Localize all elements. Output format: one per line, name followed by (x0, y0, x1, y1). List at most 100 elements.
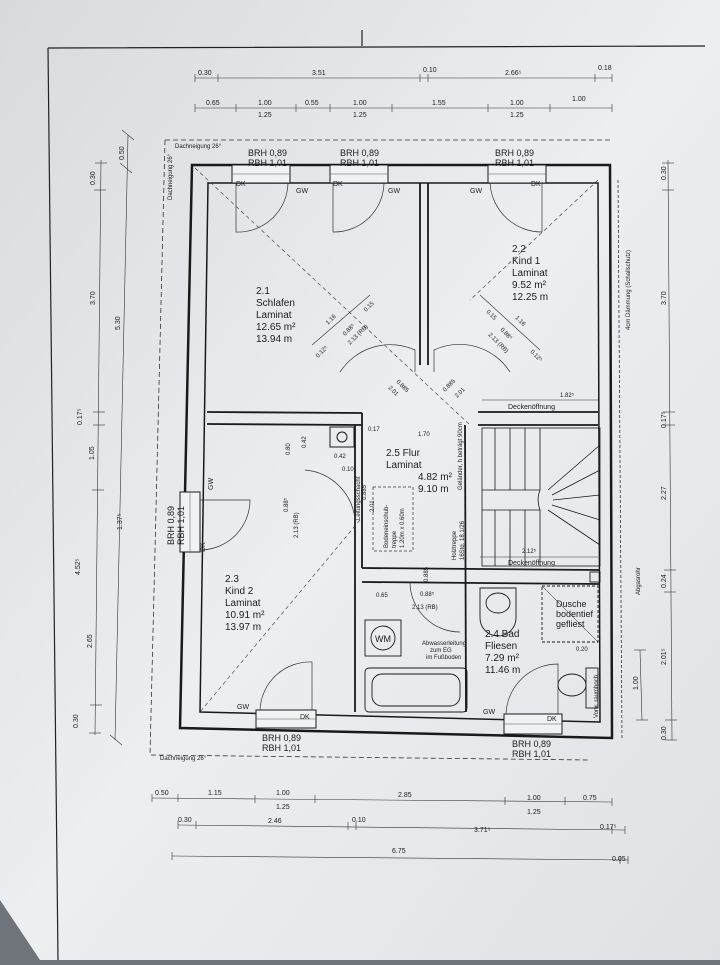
dim-top-2e: 1.55 (432, 100, 446, 107)
drain-note-b: zum EG (430, 648, 452, 654)
door-swings (304, 344, 511, 633)
room-kind2: 2.3 Kind 2 Laminat 10.91 m² 13.97 m (225, 574, 265, 633)
chimney-shaft (329, 426, 355, 448)
dim-right-c: 0.17⁵ (661, 411, 668, 428)
room-kind1-area: 9.52 m² (512, 280, 547, 291)
dim-bottom-1g: 1.25 (276, 804, 290, 811)
tag-gw-5: GW (237, 704, 249, 711)
flur-width-dim: 1.70 (418, 432, 430, 438)
dim-bottom-1c: 1.00 (276, 790, 290, 797)
dim-bottom-3a: 6.75 (392, 848, 406, 855)
dim-top-2d: 1.00 (353, 100, 367, 107)
room-bad-num: 2.4 Bad (485, 629, 519, 640)
dim-top-2c: 0.55 (305, 100, 319, 107)
window-top-right-rbh: RBH 1,01 (495, 158, 534, 168)
window-left-brh: BRH 0,89 (166, 506, 176, 545)
window-bottom-left-rbh: RBH 1,01 (262, 743, 301, 753)
dim-right-f: 2.01⁵ (661, 648, 668, 665)
dim-left-mid-g: 0.30 (73, 714, 80, 728)
stair-note-a: Holztreppe (452, 530, 458, 560)
chimney-flue-icon (336, 431, 348, 443)
window-bottom-left-brh: BRH 0,89 (262, 733, 301, 743)
tag-dk-5: DK (300, 714, 310, 721)
dim-right-d: 2.27 (661, 486, 668, 500)
door-d5-a: 0.88⁵ (283, 497, 290, 512)
door-d7-a: 0.885 (424, 566, 430, 582)
window-left-rbh: RBH 1,01 (176, 506, 186, 545)
room-kind2-area: 10.91 m² (225, 610, 265, 621)
deckenoeffnung-low-val: 2.12⁵ (522, 548, 537, 555)
dim-bottom-2e: 0.17⁵ (600, 824, 617, 831)
dim-bottom-1e: 1.00 (527, 795, 541, 802)
dim-017: 0.17 (368, 427, 380, 433)
dim-bottom-1d: 2.85 (398, 792, 412, 799)
room-flur-num: 2.5 Flur (386, 448, 421, 459)
window-top-mid-brh: BRH 0,89 (340, 148, 379, 158)
window-bottom-right-brh: BRH 0,89 (512, 739, 551, 749)
room-flur-area: 4.82 m² (418, 472, 453, 483)
attic-note-a: Bodeneinschub- (384, 505, 390, 548)
washing-machine-label: WM (375, 634, 391, 644)
dim-left-inner: 1.37⁵ (117, 513, 124, 530)
room-kind1: 2.2 Kind 1 Laminat 9.52 m² 12.25 m (512, 244, 548, 303)
attic-note-c: 1.20m x 0.60m (400, 508, 406, 548)
roof-outline (149, 139, 612, 761)
drain-note-a: Abwasserleitung (422, 641, 466, 647)
room-schlafen: 2.1 Schlafen Laminat 12.65 m² 13.94 m (256, 286, 296, 345)
room-kind2-name: Kind 2 (225, 586, 254, 597)
tag-dk-1: DK (236, 181, 246, 188)
dim-bottom-1h: 1.25 (527, 809, 541, 816)
dim-bottom-2c: 0.10 (352, 817, 366, 824)
dim-bottom-2d: 3.71⁵ (474, 827, 491, 834)
attic-hatch (372, 486, 414, 552)
roof-label-bottom: Dachneigung 26° (160, 756, 207, 762)
dim-bottom-1a: 0.50 (155, 790, 169, 797)
attic-note-b: treppe (392, 530, 398, 548)
dim-top-1e: 0.18 (598, 65, 612, 72)
dim-top-1b: 3.51 (312, 70, 326, 77)
dim-right-b: 3.70 (661, 291, 668, 305)
roof-label-left: Dachneigung 26° (168, 153, 174, 200)
dim-bottom-3b: 0.05 (612, 856, 626, 863)
room-schlafen-name: Schlafen (256, 298, 295, 309)
drain-note-c: im Fußboden (426, 655, 461, 661)
dim-left-mid-d: 1.05 (89, 446, 96, 460)
frame-lines (47, 30, 706, 961)
tag-dk-4: DK (200, 542, 207, 552)
dim-top-1d: 2.66⁵ (505, 70, 522, 77)
door-d5-b: 2.13 (RB) (294, 512, 300, 538)
dim-bottom-2b: 2.46 (268, 818, 282, 825)
tag-gw-1: GW (296, 188, 308, 195)
dim-bottom-2a: 0.30 (178, 817, 192, 824)
door-d7-b: 0.88⁵ (420, 591, 435, 598)
window-bottom-right-rbh: RBH 1,01 (512, 749, 551, 759)
room-bad-perimeter: 11.46 m (485, 665, 520, 676)
tag-dk-6: DK (547, 716, 557, 723)
top-dimension-lines (194, 74, 613, 112)
misc-dimensions: 1.82⁵ Deckenöffnung 1.70 0.17 0.42 0.42 … (286, 392, 598, 653)
room-schlafen-num: 2.1 (256, 286, 270, 297)
room-schlafen-perimeter: 13.94 m (256, 334, 292, 345)
tag-gw-2: GW (388, 188, 400, 195)
room-kind2-num: 2.3 (225, 574, 239, 585)
roof-label-top: Dachneigung 26° (175, 144, 222, 150)
shower-note-b: bodentief (556, 609, 594, 619)
dim-top-3a: 1.25 (258, 112, 272, 119)
railing-note: Geländer, h beträgt 90cm (458, 422, 464, 490)
shower-note-c: gefliest (556, 619, 585, 629)
dim-020: 0.20 (576, 647, 588, 653)
window-top-right-brh: BRH 0,89 (495, 148, 534, 158)
insulation-line (617, 179, 623, 739)
left-dimension-lines (89, 129, 135, 746)
deckenoeffnung-low-label: Deckenöffnung (508, 560, 555, 567)
inner-walls (206, 183, 601, 713)
room-kind1-perimeter: 12.25 m (512, 292, 548, 303)
dim-right-a: 0.30 (661, 166, 668, 180)
right-dimension-lines (634, 159, 677, 741)
bathroom-fixtures (364, 571, 601, 713)
room-kind2-floor: Laminat (225, 598, 261, 609)
tag-gw-4: GW (208, 478, 215, 490)
tag-dk-3: DK (531, 181, 541, 188)
dim-top-1c: 0.10 (423, 67, 437, 74)
room-kind1-num: 2.2 (512, 244, 526, 255)
